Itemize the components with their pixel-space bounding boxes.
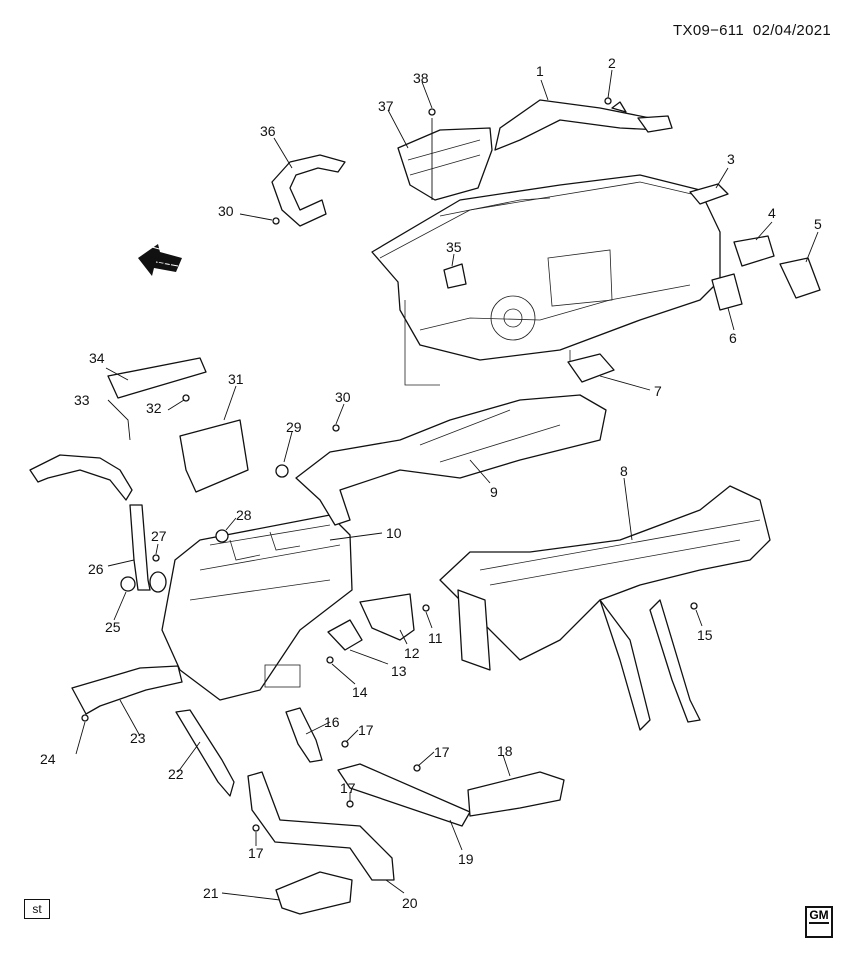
callout-20: 20 [402,895,418,911]
callout-34: 34 [89,350,105,366]
callout-23: 23 [130,730,146,746]
callout-25: 25 [105,619,121,635]
callout-4: 4 [768,205,776,221]
gm-logo-text: GM [809,908,829,924]
front-arrow-icon [138,244,182,276]
callout-38: 38 [413,70,429,86]
diagram-id: TX09−611 [673,22,744,39]
callout-12: 12 [404,645,420,661]
callout-5: 5 [814,216,822,232]
callout-33: 33 [74,392,90,408]
callout-19: 19 [458,851,474,867]
gm-logo-icon: GM [805,906,833,938]
callout-37: 37 [378,98,394,114]
callout-7: 7 [654,383,662,399]
callout-28: 28 [236,507,252,523]
leader-lines [75,69,819,901]
callout-10: 10 [386,525,402,541]
callout-11: 11 [428,630,443,646]
callout-16: 16 [324,714,340,730]
center-duct [295,394,607,526]
callout-1: 1 [536,63,544,79]
callout-6: 6 [729,330,737,346]
front-direction-label: FRT [146,253,176,274]
diagram-date: 02/04/2021 [752,22,831,39]
callout-30b: 30 [218,203,234,219]
fasteners [81,97,698,832]
callout-32: 32 [146,400,162,416]
callout-13: 13 [391,663,407,679]
callout-17d: 17 [248,845,264,861]
callout-21: 21 [203,885,219,901]
callout-labels: 1 2 3 4 5 6 7 8 9 10 11 12 13 14 15 16 1… [40,55,822,911]
footer-tag: st [24,899,50,919]
instrument-panel [371,174,721,386]
callout-15: 15 [697,627,713,643]
floor-ducts [71,665,565,915]
upper-ducts [271,99,673,227]
callout-22: 22 [168,766,184,782]
callout-30a: 30 [335,389,351,405]
callout-17a: 17 [358,722,374,738]
air-outlets [443,183,821,383]
callout-17c: 17 [340,780,356,796]
callout-9: 9 [490,484,498,500]
callout-14: 14 [352,684,368,700]
diagram-header: TX09−611 02/04/2021 [673,22,831,39]
callout-26: 26 [88,561,104,577]
callout-31: 31 [228,371,244,387]
callout-8: 8 [620,463,628,479]
callout-29: 29 [286,419,302,435]
callout-27: 27 [151,528,167,544]
cross-car-beam [439,485,771,731]
hvac-module [161,514,353,701]
brackets [327,593,415,651]
callout-36: 36 [260,123,276,139]
callout-35: 35 [446,239,462,255]
left-ducts [29,357,249,593]
callout-3: 3 [727,151,735,167]
callout-2: 2 [608,55,616,71]
callout-18: 18 [497,743,513,759]
callout-24: 24 [40,751,56,767]
callout-17b: 17 [434,744,450,760]
